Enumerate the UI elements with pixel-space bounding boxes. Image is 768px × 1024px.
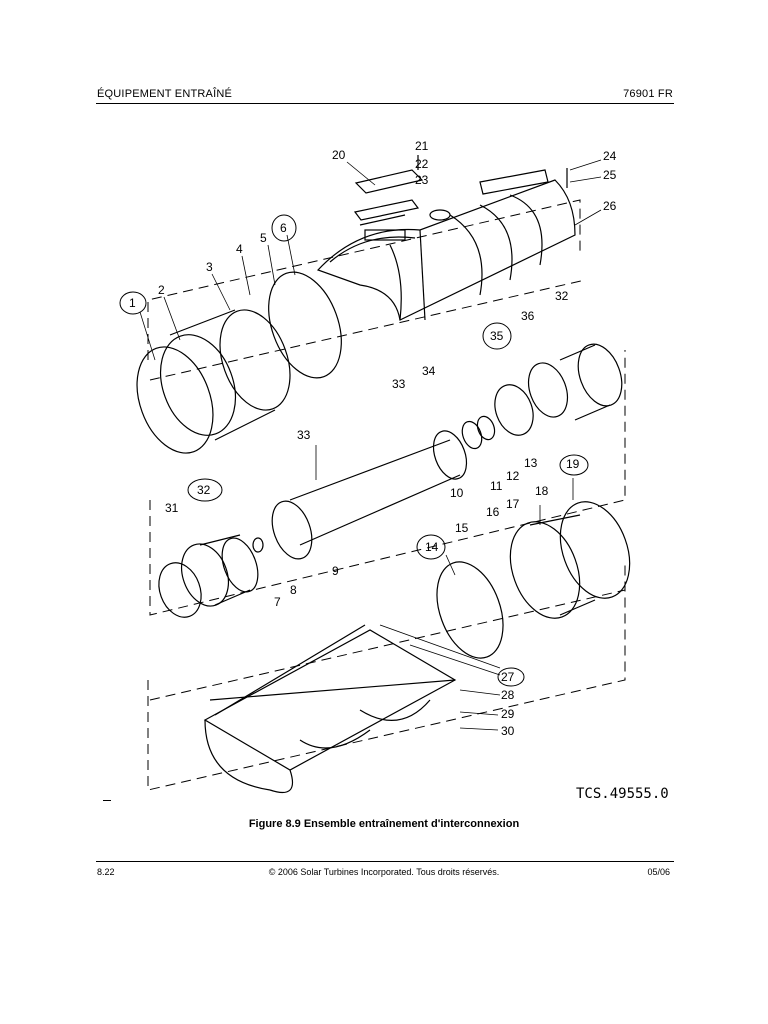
middle-phantom-frame <box>149 350 626 616</box>
svg-text:6: 6 <box>280 221 287 235</box>
header-section-title: ÉQUIPEMENT ENTRAÎNÉ <box>97 88 233 100</box>
svg-text:4: 4 <box>236 242 243 256</box>
svg-text:7: 7 <box>274 595 281 609</box>
upper-housing <box>316 169 576 321</box>
coupling-shaft <box>271 430 468 560</box>
svg-text:33: 33 <box>392 377 406 391</box>
footer-copyright: © 2006 Solar Turbines Incorporated. Tous… <box>268 867 500 877</box>
seal-ring-6 <box>268 271 342 379</box>
circled-callouts <box>119 214 589 687</box>
svg-text:19: 19 <box>566 457 580 471</box>
svg-text:26: 26 <box>603 199 617 213</box>
svg-text:8: 8 <box>290 583 297 597</box>
svg-text:32: 32 <box>555 289 569 303</box>
figure-caption: Figure 8.9 Ensemble entraînement d'inter… <box>248 818 520 830</box>
left-hub <box>158 534 264 618</box>
seal-ring-14 <box>436 561 504 659</box>
svg-text:30: 30 <box>501 724 515 738</box>
svg-text:20: 20 <box>332 148 346 162</box>
svg-text:14: 14 <box>425 540 439 554</box>
svg-text:23: 23 <box>415 173 429 187</box>
svg-text:27: 27 <box>501 670 515 684</box>
svg-text:3: 3 <box>206 260 213 274</box>
svg-text:33: 33 <box>297 428 311 442</box>
svg-text:5: 5 <box>260 231 267 245</box>
svg-text:24: 24 <box>603 149 617 163</box>
svg-text:35: 35 <box>490 329 504 343</box>
cover-plate <box>353 169 424 226</box>
svg-text:18: 18 <box>535 484 549 498</box>
lower-phantom-frame <box>147 560 626 791</box>
svg-text:31: 31 <box>165 501 179 515</box>
svg-text:25: 25 <box>603 168 617 182</box>
right-ring-assembly <box>509 501 631 619</box>
svg-text:11: 11 <box>490 479 503 493</box>
svg-text:28: 28 <box>501 688 515 702</box>
left-ring-assembly <box>136 271 342 454</box>
svg-text:21: 21 <box>415 139 429 153</box>
header-document-number: 76901 FR <box>623 88 673 100</box>
svg-text:10: 10 <box>450 486 464 500</box>
lower-housing <box>203 624 457 794</box>
svg-text:34: 34 <box>422 364 436 378</box>
svg-text:2: 2 <box>158 283 165 297</box>
svg-text:22: 22 <box>415 157 429 171</box>
right-flange-adapter <box>527 343 623 421</box>
upper-phantom-frame <box>147 199 581 360</box>
svg-text:15: 15 <box>455 521 469 535</box>
svg-text:17: 17 <box>506 497 520 511</box>
svg-text:9: 9 <box>332 564 339 578</box>
footer-page-number: 8.22 <box>97 867 115 877</box>
svg-text:32: 32 <box>197 483 211 497</box>
header-rule <box>96 103 674 104</box>
svg-text:16: 16 <box>486 505 500 519</box>
svg-text:29: 29 <box>501 707 515 721</box>
svg-text:1: 1 <box>129 296 136 310</box>
drawing-number: TCS.49555.0 <box>576 786 669 802</box>
svg-text:13: 13 <box>524 456 538 470</box>
svg-text:36: 36 <box>521 309 535 323</box>
svg-text:12: 12 <box>506 469 520 483</box>
margin-mark <box>103 800 111 801</box>
footer-rule <box>96 861 674 862</box>
footer-date: 05/06 <box>647 867 670 877</box>
